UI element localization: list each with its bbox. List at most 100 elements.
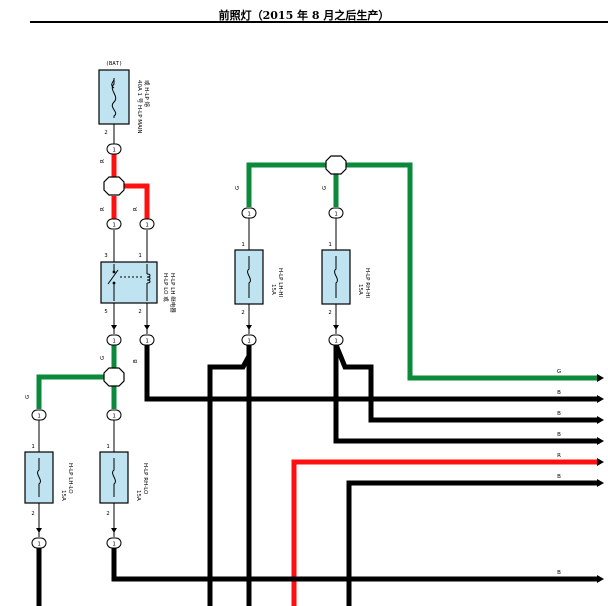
connector-label: 1 — [112, 414, 115, 420]
connector-label: 1 — [145, 223, 148, 229]
wire-black-rhlo-out — [111, 548, 600, 582]
wire-label-relay-out-b: B — [133, 359, 139, 363]
wire-black-relay-out — [144, 345, 600, 402]
connector-rhlo-top — [106, 409, 122, 421]
wire-label-lo-left-g: G — [25, 395, 31, 399]
arrow-down-icon — [246, 325, 252, 330]
arrow-right-icon — [597, 437, 604, 445]
fuse-symbol-icon — [111, 79, 115, 89]
fuse-lh-lo-label1: 15A — [60, 490, 66, 501]
connector-label: 1 — [112, 148, 115, 154]
connector-label: 1 — [112, 542, 115, 548]
relay-pin5: 5 — [104, 309, 107, 315]
relay-pin3: 3 — [104, 253, 107, 259]
fuse-symbol-icon — [37, 458, 41, 497]
connector-label: 1 — [247, 339, 250, 345]
wire-black-rhhi-branch1 — [333, 344, 600, 423]
splice-red — [103, 176, 125, 196]
fuse-rh-hi-label2: H-LP RH-HI — [364, 268, 370, 298]
fuse-lh-lo-pin-top: 1 — [31, 444, 34, 450]
fuse-rh-lo-pin-top: 1 — [106, 444, 109, 450]
wire-green-hi-left — [246, 162, 328, 207]
connector-lhlo-bot — [31, 537, 47, 549]
wire-black-rhhi-branch2 — [333, 345, 600, 444]
arrow-right-icon — [597, 479, 604, 487]
wire-red-splice-right — [123, 183, 150, 219]
connector-main — [106, 143, 122, 155]
fuse-symbol-icon — [247, 256, 251, 298]
arrow-down-icon — [36, 528, 42, 533]
wire-label-hi-right-g: G — [322, 186, 328, 190]
fuse-main-label2: 或 H-LP 熔 — [143, 80, 151, 107]
right-wire-label: B — [557, 432, 561, 438]
arrow-down-icon — [111, 325, 117, 330]
fuse-symbol-icon — [334, 256, 338, 298]
arrow-right-icon — [597, 374, 604, 382]
right-wire-label: R — [557, 453, 561, 459]
wire-black-lhhi-branch — [207, 354, 252, 606]
wire-green-lo-left — [36, 374, 105, 409]
connector-label: 1 — [112, 223, 115, 229]
arrow-right-icon — [597, 416, 604, 424]
connector-relay-2 — [139, 334, 155, 346]
connector-label: 1 — [145, 339, 148, 345]
right-wire-label: G — [557, 369, 561, 375]
title-rule — [30, 21, 608, 23]
fuse-lh-hi-label1: 15A — [270, 284, 276, 295]
fuse-symbol-icon — [111, 78, 117, 118]
wire-label-main-r: R — [100, 159, 106, 163]
connector-label: 1 — [37, 542, 40, 548]
splice-green-lo — [103, 367, 125, 387]
relay-coil-icon — [146, 273, 151, 284]
wire-red-right — [291, 459, 600, 606]
relay-contact-dot — [112, 281, 116, 285]
fuse-rh-hi-label1: 15A — [357, 284, 363, 295]
connector-label: 1 — [334, 212, 337, 218]
connector-lhhi-top — [241, 207, 257, 219]
fuse-main-source: (BAT) — [106, 61, 123, 67]
wire-label-splice-r2: R — [133, 207, 139, 211]
wire-label-relay-out-g: G — [100, 356, 106, 360]
fuse-main-label1: 40A 1 号 H-LP MAIN — [136, 80, 143, 134]
right-wire-label: B — [557, 411, 561, 417]
connector-rhhi-top — [328, 207, 344, 219]
right-wire-label: B — [557, 570, 561, 576]
relay-label1: H-LP LO 或 — [162, 273, 170, 302]
connector-rhhi-bot — [328, 334, 344, 346]
connector-rhlo-bot — [106, 537, 122, 549]
connector-relay-5 — [106, 334, 122, 346]
wire-label-hi-left-g: G — [235, 186, 241, 190]
relay-label2: H-LP LH 继电器 — [169, 273, 177, 313]
diagram-title: 前照灯（2015 年 8 月之后生产） — [218, 9, 390, 22]
connector-lhlo-top — [31, 409, 47, 421]
arrow-right-icon — [597, 395, 604, 403]
fuse-rh-hi-pin-top: 1 — [328, 242, 331, 248]
arrow-right-icon — [597, 575, 604, 583]
connector-label: 1 — [247, 212, 250, 218]
fuse-lh-lo-label2: H-LP LH-LO — [67, 463, 73, 494]
connector-label: 1 — [334, 339, 337, 345]
relay-pin2: 2 — [138, 309, 141, 315]
wire-label-splice-r1: R — [100, 207, 106, 211]
fuse-main-pin-top: 2 — [104, 130, 107, 136]
right-wire-label: B — [557, 390, 561, 396]
fuse-rh-lo-pin-bot: 2 — [106, 511, 109, 517]
right-wire-label: B — [557, 474, 561, 480]
connector-label: 1 — [37, 414, 40, 420]
arrow-down-icon — [333, 325, 339, 330]
arrow-right-icon — [597, 458, 604, 466]
arrow-down-icon — [111, 528, 117, 533]
fuse-rh-lo-label2: H-LP RH-LO — [142, 463, 148, 495]
fuse-rh-hi-pin-bot: 2 — [328, 310, 331, 316]
connector-relay-3 — [106, 218, 122, 230]
connector-relay-1 — [139, 218, 155, 230]
connector-label: 1 — [112, 339, 115, 345]
wire-green-hi-bus — [345, 162, 600, 381]
fuse-lh-hi-pin-bot: 2 — [241, 310, 244, 316]
fuse-lh-hi-label2: H-LP LH-HI — [277, 268, 283, 298]
connector-lhhi-bot — [241, 334, 257, 346]
fuse-lh-lo-pin-bot: 2 — [31, 511, 34, 517]
relay-switch-icon — [107, 269, 119, 285]
